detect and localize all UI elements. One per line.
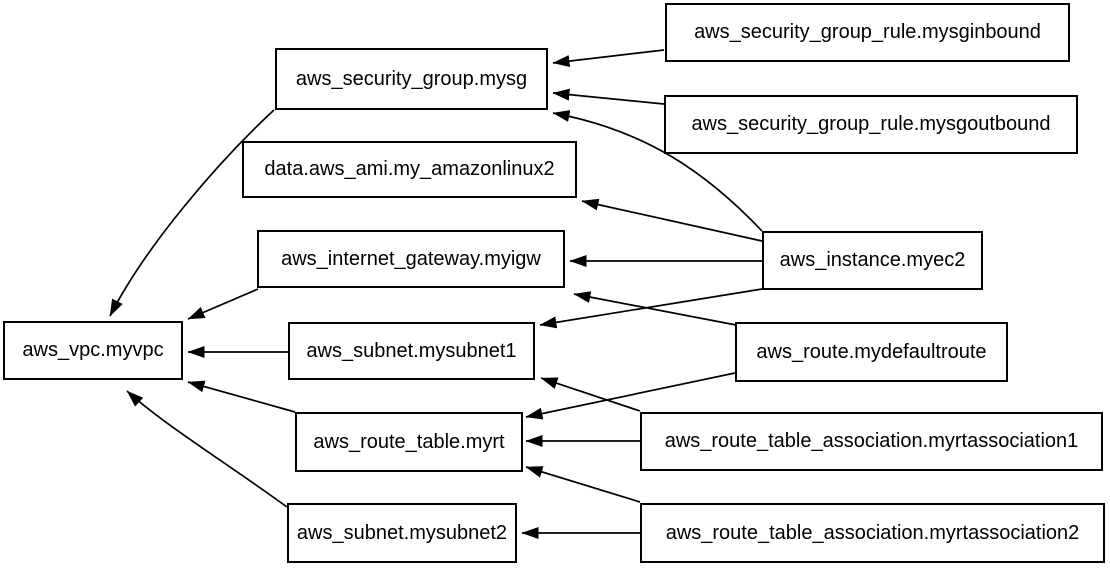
- edge-mysginbound-to-mysg: [552, 49, 665, 68]
- node-mysubnet2: aws_subnet.mysubnet2: [287, 503, 517, 563]
- edge-myec2-to-my_amazonlinux2: [581, 198, 763, 242]
- edge-myec2-to-mysg: [552, 110, 763, 232]
- node-myrtassociation2: aws_route_table_association.myrtassociat…: [640, 503, 1105, 563]
- node-label-mysginbound: aws_security_group_rule.mysginbound: [694, 21, 1041, 43]
- node-myec2: aws_instance.myec2: [762, 231, 983, 290]
- node-mysg: aws_security_group.mysg: [275, 48, 548, 110]
- node-mysubnet1: aws_subnet.mysubnet1: [288, 322, 535, 380]
- node-label-my_amazonlinux2: data.aws_ami.my_amazonlinux2: [264, 158, 555, 180]
- node-label-mydefaultroute: aws_route.mydefaultroute: [756, 340, 987, 363]
- edge-myrtassociation2-to-myrt: [525, 466, 641, 503]
- node-label-myrt: aws_route_table.myrt: [313, 430, 505, 453]
- node-label-myrtassociation2: aws_route_table_association.myrtassociat…: [665, 521, 1080, 544]
- node-myigw: aws_internet_gateway.myigw: [257, 230, 565, 288]
- edges-group: [109, 49, 763, 539]
- node-label-mysubnet2: aws_subnet.mysubnet2: [296, 521, 508, 544]
- node-label-mysubnet1: aws_subnet.mysubnet1: [306, 339, 517, 362]
- node-myrtassociation1: aws_route_table_association.myrtassociat…: [640, 412, 1103, 471]
- edge-myec2-to-mysubnet1: [539, 288, 763, 329]
- node-label-myigw: aws_internet_gateway.myigw: [281, 247, 541, 270]
- edge-mysgoutbound-to-mysg: [552, 88, 665, 105]
- node-label-myec2: aws_instance.myec2: [779, 249, 966, 271]
- node-my_amazonlinux2: data.aws_ami.my_amazonlinux2: [242, 141, 577, 198]
- edge-myigw-to-myvpc: [187, 288, 259, 320]
- node-label-mysgoutbound: aws_security_group_rule.mysgoutbound: [691, 113, 1051, 135]
- node-label-mysg: aws_security_group.mysg: [295, 67, 528, 90]
- edge-mysubnet2-to-myvpc: [126, 390, 288, 508]
- node-label-myvpc: aws_vpc.myvpc: [22, 339, 164, 361]
- edge-myrtassociation1-to-mysubnet1: [540, 377, 641, 412]
- edge-mydefaultroute-to-myrt: [525, 372, 736, 420]
- edge-mydefaultroute-to-myigw: [573, 291, 737, 326]
- node-myvpc: aws_vpc.myvpc: [3, 321, 183, 380]
- node-label-myrtassociation1: aws_route_table_association.myrtassociat…: [664, 430, 1079, 452]
- edge-myrt-to-myvpc: [187, 380, 296, 413]
- node-myrt: aws_route_table.myrt: [295, 412, 523, 472]
- node-mydefaultroute: aws_route.mydefaultroute: [735, 322, 1008, 382]
- edge-mysg-to-myvpc: [109, 109, 275, 317]
- node-mysgoutbound: aws_security_group_rule.mysgoutbound: [664, 95, 1078, 154]
- node-mysginbound: aws_security_group_rule.mysginbound: [665, 3, 1070, 62]
